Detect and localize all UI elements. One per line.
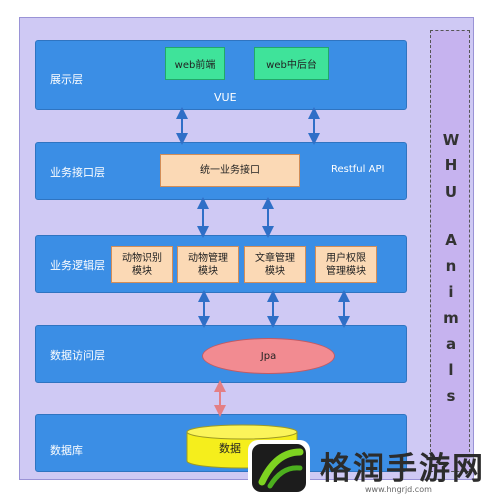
database-layer-label: 数据库 — [50, 444, 83, 457]
unified-api-label: 统一业务接口 — [200, 165, 260, 176]
side-banner-char: a — [445, 335, 457, 353]
side-banner-char: l — [448, 361, 454, 379]
presentation-layer: 展示层 web前端 web中后台 VUE — [35, 40, 407, 110]
web-frontend-label: web前端 — [174, 60, 216, 71]
animal-management-module: 动物管理模块 — [177, 246, 239, 283]
side-banner-char: H — [444, 156, 458, 174]
web-admin-box: web中后台 — [254, 47, 329, 80]
vue-label: VUE — [214, 91, 237, 104]
watermark-url: www.hngrjd.com — [365, 485, 432, 494]
user-permission-module: 用户权限管理模块 — [315, 246, 377, 283]
presentation-layer-label: 展示层 — [50, 73, 83, 86]
watermark-text: 格润手游网 — [320, 451, 485, 487]
api-layer-label: 业务接口层 — [50, 166, 105, 179]
jpa-ellipse: Jpa — [202, 338, 335, 374]
side-banner-char: n — [445, 257, 457, 275]
side-banner-char: U — [444, 183, 458, 201]
side-banner-char: s — [446, 387, 456, 405]
api-layer: 业务接口层 统一业务接口 Restful API — [35, 142, 407, 200]
side-banner-char: A — [445, 231, 457, 249]
web-admin-label: web中后台 — [266, 60, 317, 71]
watermark-logo — [248, 440, 310, 496]
logic-layer: 业务逻辑层 动物识别模块 动物管理模块 文章管理模块 用户权限管理模块 — [35, 235, 407, 293]
web-frontend-box: web前端 — [165, 47, 225, 80]
database-box-label: 数据 — [219, 442, 241, 455]
animal-recognition-module: 动物识别模块 — [111, 246, 173, 283]
side-banner-char: i — [448, 283, 454, 301]
article-management-module: 文章管理模块 — [244, 246, 306, 283]
data-access-layer: 数据访问层 Jpa — [35, 325, 407, 383]
side-banner-char: W — [442, 131, 460, 149]
data-access-layer-label: 数据访问层 — [50, 349, 105, 362]
side-banner-char: m — [443, 309, 459, 327]
restful-api-label: Restful API — [331, 164, 385, 175]
unified-api-box: 统一业务接口 — [160, 154, 300, 187]
jpa-label: Jpa — [260, 350, 277, 362]
logic-layer-label: 业务逻辑层 — [50, 259, 105, 272]
